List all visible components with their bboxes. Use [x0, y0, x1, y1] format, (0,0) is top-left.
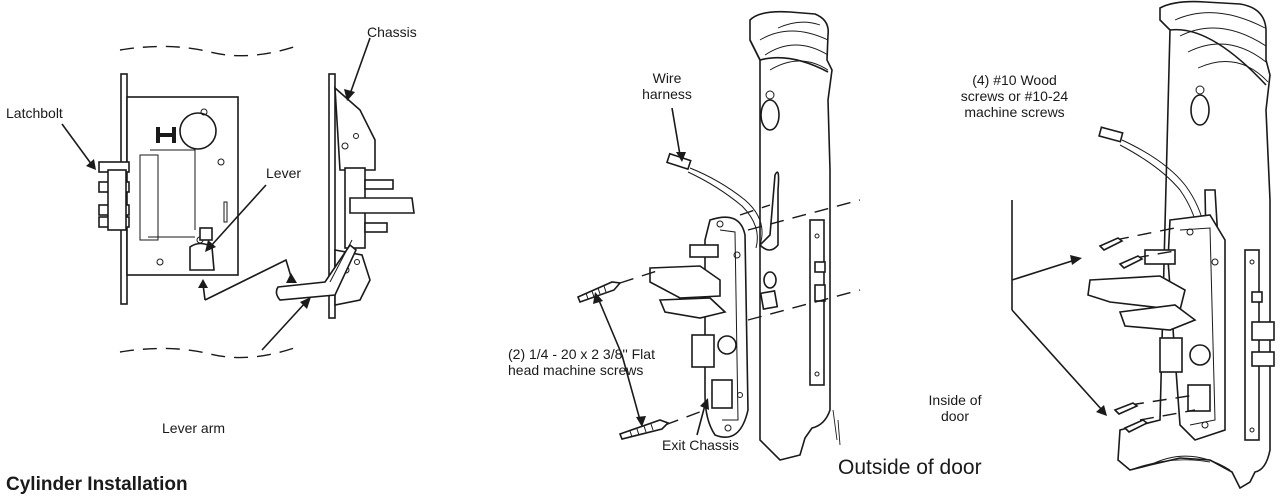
latchbolt-leader [61, 123, 93, 166]
door-edge-figure-middle [749, 10, 841, 461]
exit-chassis-leader [696, 404, 706, 436]
machine-screw-lower [618, 419, 670, 440]
mounted-chassis-right [1087, 214, 1226, 441]
label-chassis: Chassis [367, 24, 417, 40]
strike-plate-right [1244, 249, 1260, 441]
hub-hole [179, 112, 217, 150]
label-wood-screws: (4) #10 Wood screws or #10-24 machine sc… [960, 72, 1069, 120]
wood-screws [1098, 237, 1149, 433]
label-exit-chassis: Exit Chassis [662, 437, 740, 453]
label-wire-harness: Wire harness [642, 70, 692, 102]
inside-door-arrow-upper [1011, 259, 1076, 281]
label-lever: Lever [266, 165, 302, 181]
mortise-lock-figure [98, 44, 301, 359]
inside-door-arrow-lower [1011, 309, 1103, 411]
label-inside-of-door: Inside of door [928, 392, 982, 424]
label-lever-arm: Lever arm [162, 420, 226, 436]
door-outline-bottom [119, 345, 301, 359]
lever-leader [209, 184, 267, 248]
wood-screw-guides [1114, 227, 1176, 241]
strike-plate [809, 219, 825, 386]
label-machine-screws: (2) 1/4 - 20 x 2 3/8'' Flat head machine… [508, 346, 655, 378]
wire-harness-leader [671, 107, 681, 156]
label-outside-of-door: Outside of door [838, 456, 982, 479]
chassis-figure [275, 73, 415, 319]
door-outline-top [119, 44, 301, 57]
lever-arm-leader [261, 301, 307, 351]
insert-path-line [204, 258, 293, 301]
screws-leader-upper [597, 297, 623, 356]
wire-harness-middle [665, 152, 763, 249]
lever-arm [275, 243, 357, 301]
machine-screw-upper [576, 281, 622, 304]
exit-chassis [649, 216, 749, 438]
section-heading-cylinder-installation: Cylinder Installation [6, 474, 188, 495]
chassis-plate [328, 73, 336, 319]
screw-guide-upper [619, 269, 661, 284]
label-latchbolt: Latchbolt [6, 105, 63, 121]
chassis-leader [349, 37, 371, 95]
